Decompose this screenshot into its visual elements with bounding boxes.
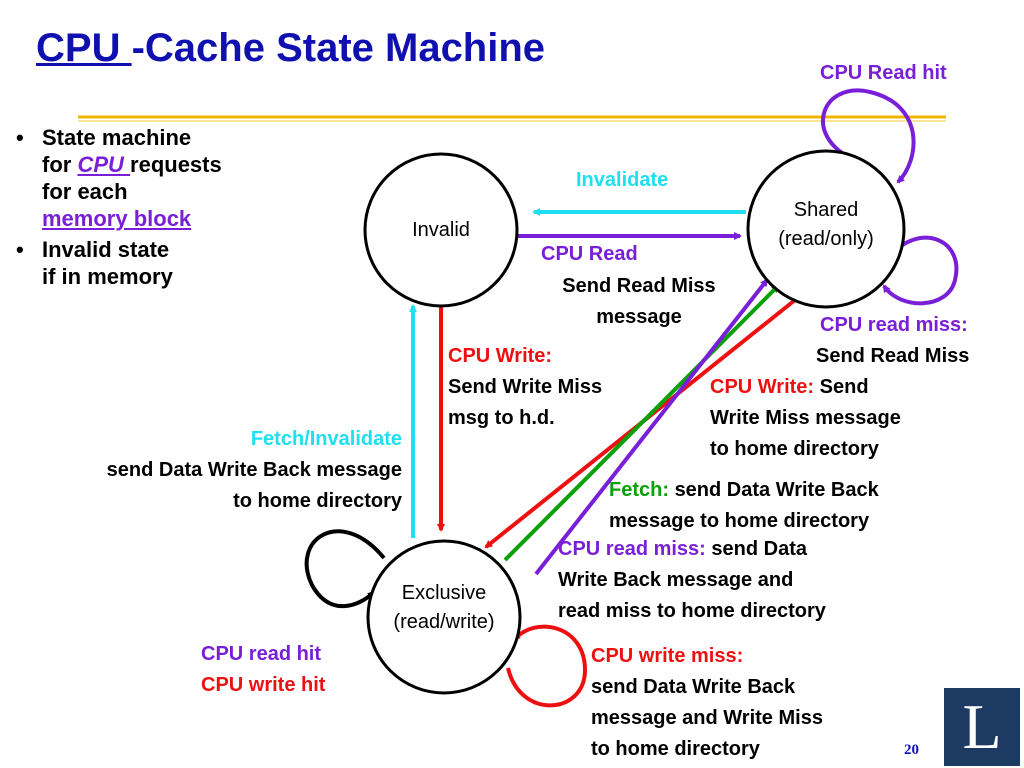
label-shared-read-miss: CPU read miss:: [820, 314, 968, 336]
title-cpu: CPU: [36, 26, 132, 70]
label-cpu-read-action: Send Read Miss message: [562, 275, 716, 328]
label-fetch-invalidate: Fetch/Invalidate send Data Write Back me…: [106, 428, 402, 512]
state-exclusive-label: Exclusive (read/write): [393, 582, 495, 633]
label-excl-read-miss: CPU read miss: send Data Write Back mess…: [558, 538, 826, 622]
bullet-1: • State machine for CPU requests for eac…: [16, 125, 222, 231]
title-rest: -Cache State Machine: [131, 26, 546, 70]
arrow-excl-read-miss: [534, 278, 769, 576]
arrow-fetch: [503, 284, 780, 562]
bullet-list: • State machine for CPU requests for eac…: [12, 124, 222, 294]
bullet-2: • Invalid state if in memory: [16, 237, 173, 289]
memory-block-link[interactable]: memory block: [42, 206, 192, 231]
loop-shared-read-miss: [882, 235, 959, 306]
label-shared-cpu-write: CPU Write: Send Write Miss message to ho…: [710, 376, 901, 460]
loop-exclusive-hits: [304, 529, 386, 609]
label-fetch: Fetch: send Data Write Back message to h…: [609, 479, 879, 532]
cpu-link[interactable]: CPU: [77, 152, 131, 177]
label-invalid-cpu-write: CPU Write: Send Write Miss msg to h.d.: [448, 345, 603, 429]
label-excl-write-miss: CPU write miss: send Data Write Back mes…: [591, 645, 823, 760]
logo-letter: L: [962, 691, 1002, 762]
label-excl-hits: CPU read hit CPU write hit: [201, 643, 326, 696]
university-logo: L: [944, 688, 1020, 766]
slide-title: CPU -Cache State Machine: [36, 26, 545, 71]
state-invalid: [363, 152, 519, 308]
state-shared-label: Shared (read/only): [778, 199, 874, 250]
state-invalid-label: Invalid: [412, 219, 470, 241]
loop-shared-read-hit: [821, 88, 916, 184]
state-shared: [746, 149, 906, 309]
state-exclusive: [366, 539, 522, 695]
page-number: 20: [904, 742, 919, 758]
label-shared-read-miss-action: Send Read Miss: [816, 345, 970, 367]
label-cpu-read: CPU Read: [541, 243, 638, 265]
label-cpu-read-hit: CPU Read hit: [820, 62, 947, 84]
loop-exclusive-write-miss: [506, 624, 588, 708]
label-invalidate: Invalidate: [576, 169, 669, 191]
